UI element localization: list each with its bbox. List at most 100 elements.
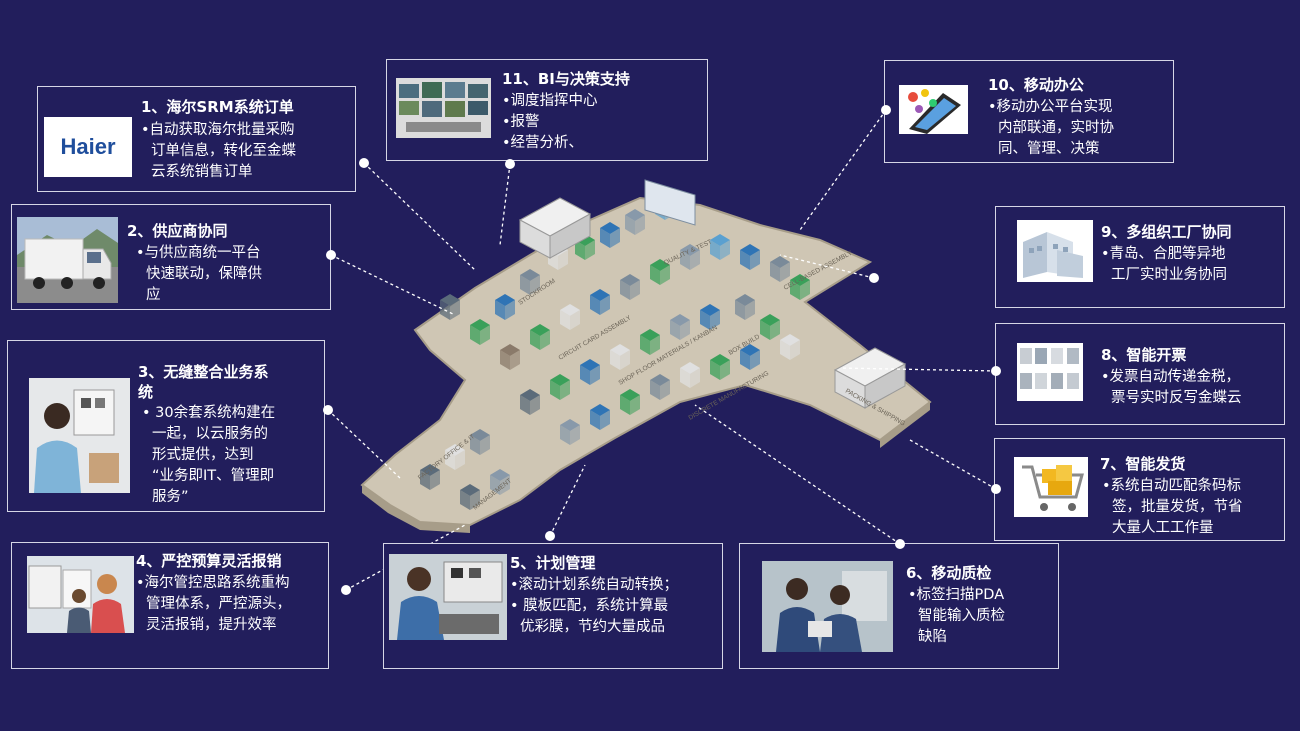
factory-machine	[460, 484, 480, 510]
factory-machine	[790, 274, 810, 300]
factory-machine	[770, 256, 790, 282]
workers-icon	[762, 561, 893, 652]
connector-line	[694, 404, 901, 545]
card-bi-decision[interactable]: 11、BI与决策支持 •调度指挥中心 •报警 •经营分析、	[386, 59, 708, 161]
factory-building-icon	[1017, 220, 1093, 282]
card-body: •系统自动匹配条码标 签，批量发货，节省 大量人工工作量	[1102, 478, 1243, 536]
factory-machine	[700, 304, 720, 330]
connector-dot	[326, 250, 336, 260]
factory-machine	[520, 389, 540, 415]
factory-machine	[620, 389, 640, 415]
connector-line	[549, 464, 586, 537]
card-title: 1、海尔SRM系统订单	[141, 98, 294, 116]
card-title: 10、移动办公	[988, 76, 1084, 94]
connector-dot	[881, 105, 891, 115]
card-title: 2、供应商协同	[127, 222, 228, 240]
card-title: 7、智能发货	[1100, 455, 1186, 473]
factory-machine	[600, 222, 620, 248]
workers-photo	[762, 561, 893, 652]
factory-machine	[650, 259, 670, 285]
factory-machine	[550, 374, 570, 400]
factory-machine	[590, 404, 610, 430]
factory-machine	[470, 319, 490, 345]
card-system-integration[interactable]: 3、无缝整合业务系 统 • 30余套系统构建在 一起，以云服务的 形式提供，达到…	[7, 340, 325, 512]
card-mobile-office[interactable]: 10、移动办公 •移动办公平台实现 内部联通，实时协 同、管理、决策	[884, 60, 1174, 163]
connector-line	[779, 254, 875, 279]
card-mobile-quality[interactable]: 6、移动质检 •标签扫描PDA 智能输入质检 缺陷	[739, 543, 1059, 669]
factory-machine	[495, 294, 515, 320]
lab-worker-photo	[389, 554, 507, 640]
invoice-icon	[1017, 343, 1083, 401]
factory-machine	[500, 344, 520, 370]
card-budget-control[interactable]: 4、严控预算灵活报销 •海尔管控思路系统重构 管理体系，严控源头， 灵活报销，提…	[11, 542, 329, 669]
card-title: 6、移动质检	[906, 564, 992, 582]
connector-line	[839, 367, 997, 372]
card-body: •调度指挥中心 •报警 •经营分析、	[502, 93, 598, 151]
factory-machine	[670, 314, 690, 340]
dashboard-screen-icon	[644, 179, 696, 226]
call-center-icon	[27, 556, 134, 633]
shopping-cart-icon	[1014, 457, 1088, 517]
connector-line	[330, 254, 456, 316]
card-body: •滚动计划系统自动转换； • 膜板匹配，系统计算最 优彩膜，节约大量成品	[510, 577, 679, 635]
card-supplier-collab[interactable]: 2、供应商协同 •与供应商统一平台 快速联动，保障供 应	[11, 204, 331, 310]
connector-dot	[359, 158, 369, 168]
truck-right-icon	[833, 347, 907, 409]
factory-machine	[580, 359, 600, 385]
card-body: • 30余套系统构建在 一起，以云服务的 形式提供，达到 “业务即IT、管理即 …	[142, 405, 276, 505]
factory-machine	[650, 374, 670, 400]
factory-machine	[575, 234, 595, 260]
connector-line	[909, 439, 997, 490]
building-icon	[1017, 220, 1093, 282]
factory-machine	[640, 329, 660, 355]
connector-line	[363, 162, 476, 271]
factory-machine	[780, 334, 800, 360]
phone-apps-icon	[899, 85, 968, 134]
factory-machine	[680, 244, 700, 270]
haier-logo-text: Haier	[48, 121, 128, 173]
card-title: 4、严控预算灵活报销	[136, 552, 282, 570]
factory-machine	[735, 294, 755, 320]
factory-machine	[760, 314, 780, 340]
card-body: •青岛、合肥等异地 工厂实时业务协同	[1101, 246, 1227, 283]
card-smart-shipping[interactable]: 7、智能发货 •系统自动匹配条码标 签，批量发货，节省 大量人工工作量	[994, 438, 1285, 541]
truck-top-icon	[518, 197, 592, 259]
card-srm-order[interactable]: Haier 1、海尔SRM系统订单 •自动获取海尔批量采购 订单信息，转化至金蝶…	[37, 86, 356, 192]
factory-machine	[740, 344, 760, 370]
factory-machine	[620, 274, 640, 300]
card-body: •标签扫描PDA 智能输入质检 缺陷	[908, 587, 1005, 645]
smartphone-icon	[899, 85, 968, 134]
factory-machine	[680, 362, 700, 388]
factory-machine	[445, 444, 465, 470]
factory-machine	[740, 244, 760, 270]
truck-photo	[17, 217, 118, 303]
factory-machine	[560, 419, 580, 445]
haier-logo: Haier	[44, 117, 132, 177]
card-multi-org[interactable]: 9、多组织工厂协同 •青岛、合肥等异地 工厂实时业务协同	[995, 206, 1285, 308]
connector-dot	[505, 159, 515, 169]
connector-dot	[991, 366, 1001, 376]
card-plan-management[interactable]: 5、计划管理 •滚动计划系统自动转换； • 膜板匹配，系统计算最 优彩膜，节约大…	[383, 543, 723, 669]
connector-dot	[991, 484, 1001, 494]
connector-dot	[545, 531, 555, 541]
truck-icon	[17, 217, 118, 303]
card-body: •移动办公平台实现 内部联通，实时协 同、管理、决策	[988, 99, 1114, 157]
invoice-grid-icon	[1017, 343, 1083, 401]
monitor-wall-icon	[396, 78, 491, 138]
card-title: 3、无缝整合业务系 统	[138, 363, 269, 401]
connector-dot	[895, 539, 905, 549]
factory-machine	[520, 269, 540, 295]
card-title: 9、多组织工厂协同	[1101, 223, 1232, 241]
card-title: 5、计划管理	[510, 554, 596, 572]
cart-icon	[1014, 457, 1088, 517]
office-worker-photo	[29, 378, 130, 493]
lab-worker-icon	[389, 554, 507, 640]
factory-machine	[710, 354, 730, 380]
card-smart-invoice[interactable]: 8、智能开票 •发票自动传递金税， 票号实时反写金蝶云	[995, 323, 1285, 425]
factory-machine	[420, 464, 440, 490]
card-body: •发票自动传递金税， 票号实时反写金蝶云	[1101, 369, 1242, 406]
office-worker-icon	[29, 378, 130, 493]
factory-machine	[560, 304, 580, 330]
